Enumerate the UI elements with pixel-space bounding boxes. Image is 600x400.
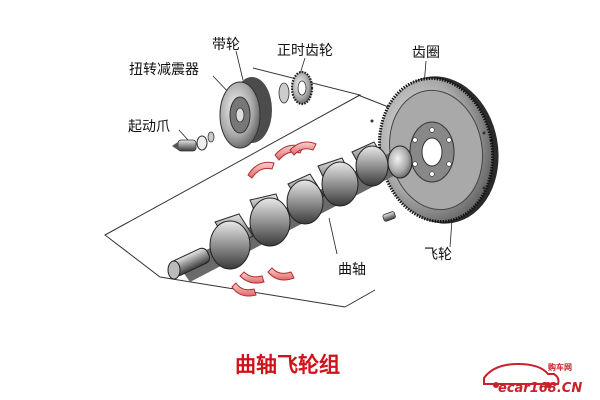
watermark-brand-bottom: ecar168.CN (498, 381, 582, 396)
timing-gear-part (278, 70, 314, 106)
diagram-title: 曲轴飞轮组 (235, 353, 340, 377)
watermark-brand-top: 购车网 (548, 362, 572, 372)
label-crankshaft: 曲轴 (338, 262, 366, 278)
flywheel-part (370, 76, 499, 224)
starter-claw-part (172, 131, 215, 152)
pulley-damper-part (219, 77, 272, 149)
bearing-shells (231, 141, 317, 297)
label-starter-claw: 起动爪 (128, 119, 170, 135)
label-ring-gear: 齿圈 (412, 45, 440, 61)
crankshaft-part (167, 141, 413, 282)
label-timing-gear: 正时齿轮 (277, 43, 333, 59)
watermark-logo: 购车网 ecar168.CN (483, 362, 582, 396)
label-belt-pulley: 带轮 (212, 37, 240, 53)
label-torsional-damper: 扭转减震器 (129, 62, 199, 78)
label-flywheel: 飞轮 (424, 247, 452, 263)
